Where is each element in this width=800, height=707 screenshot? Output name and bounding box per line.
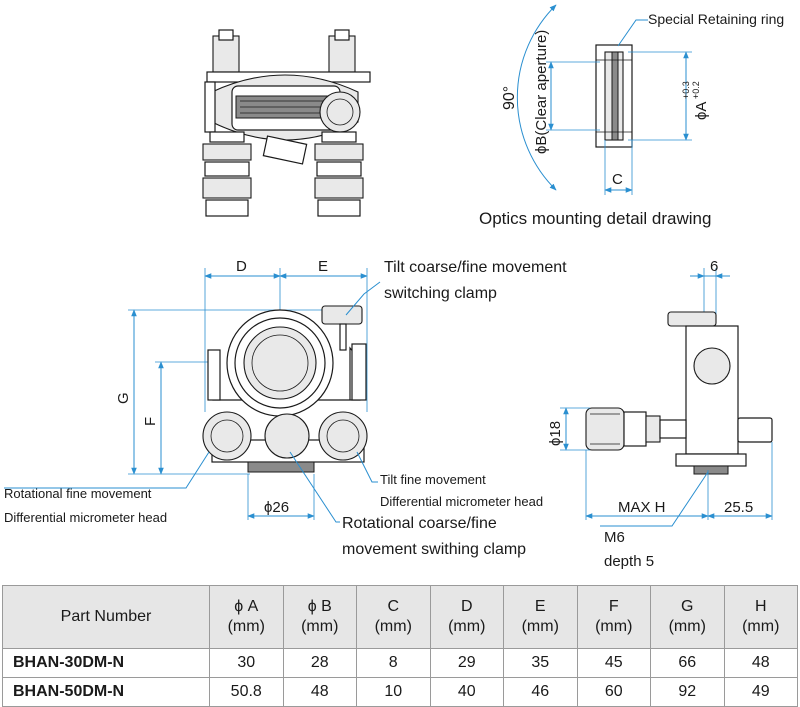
header-unit: (mm) — [227, 618, 265, 635]
label-rotational-fine-movement: Rotational fine movement — [4, 486, 152, 501]
table-cell: 10 — [356, 677, 431, 707]
label-special-retaining-ring: Special Retaining ring — [648, 11, 784, 27]
label-angle-90: 90° — [501, 86, 518, 110]
header-name: C — [387, 598, 400, 615]
header-name: H — [754, 598, 767, 615]
label-phi-a: ϕA — [693, 102, 710, 120]
header-name: E — [534, 598, 546, 615]
label-dim-6: 6 — [710, 258, 718, 275]
table-row: BHAN-50DM-N 50.8 48 10 40 46 60 92 49 — [2, 677, 798, 707]
part-number-cell: BHAN-50DM-N — [2, 677, 210, 707]
label-c: C — [612, 171, 623, 188]
front-view — [4, 268, 381, 523]
optics-detail — [516, 4, 692, 195]
table-cell: 8 — [356, 648, 431, 678]
label-m6: M6 — [604, 529, 625, 546]
header-name: D — [460, 598, 473, 615]
label-differential-head-left: Differential micrometer head — [4, 510, 167, 525]
header-unit: (mm) — [668, 618, 706, 635]
label-f: F — [142, 417, 159, 426]
table-cell: 48 — [282, 677, 357, 707]
label-phi-a-tol-lower: +0.2 — [691, 81, 701, 99]
header-e: E (mm) — [503, 585, 578, 649]
header-unit: (mm) — [301, 618, 339, 635]
table-cell: 35 — [503, 648, 578, 678]
table-cell: 30 — [209, 648, 284, 678]
label-tilt-clamp-line2: switching clamp — [384, 285, 497, 302]
label-tilt-clamp-line1: Tilt coarse/fine movement — [384, 259, 567, 276]
header-c: C (mm) — [356, 585, 431, 649]
label-rot-clamp-line1: Rotational coarse/fine — [342, 515, 497, 532]
label-rot-clamp-line2: movement swithing clamp — [342, 541, 526, 558]
table-cell: 46 — [503, 677, 578, 707]
table-cell: 45 — [576, 648, 651, 678]
table-cell: 92 — [650, 677, 725, 707]
header-part-number: Part Number — [2, 585, 210, 649]
label-e: E — [318, 258, 328, 275]
header-name: G — [681, 598, 694, 615]
header-name: ϕ A — [234, 598, 259, 615]
table-cell: 29 — [429, 648, 504, 678]
header-unit: (mm) — [742, 618, 780, 635]
label-d: D — [236, 258, 247, 275]
label-phi-b: ϕB(Clear aperture) — [533, 30, 550, 154]
table-cell: 49 — [723, 677, 798, 707]
spec-table: Part Number ϕ A(mm) ϕ B(mm) C(mm) D(mm) … — [2, 585, 798, 707]
table-cell: 28 — [282, 648, 357, 678]
table-header-row: Part Number ϕ A(mm) ϕ B(mm) C(mm) D(mm) … — [2, 585, 798, 649]
table-row: BHAN-30DM-N 30 28 8 29 35 45 66 48 — [2, 648, 798, 678]
side-view — [560, 268, 773, 527]
header-d: D (mm) — [429, 585, 504, 649]
top-view — [202, 29, 371, 217]
table-cell: 48 — [723, 648, 798, 678]
header-h: H (mm) — [723, 585, 798, 649]
header-name: ϕ B — [307, 598, 332, 615]
label-max-h: MAX H — [618, 499, 666, 516]
label-phi-a-tol-upper: +0.3 — [681, 81, 691, 99]
table-cell: 40 — [429, 677, 504, 707]
label-depth5: depth 5 — [604, 553, 654, 570]
table-cell: 60 — [576, 677, 651, 707]
table-cell: 66 — [650, 648, 725, 678]
part-number-cell: BHAN-30DM-N — [2, 648, 210, 678]
label-differential-head-right: Differential micrometer head — [380, 494, 543, 509]
header-f: F (mm) — [576, 585, 651, 649]
optics-detail-caption: Optics mounting detail drawing — [479, 209, 711, 228]
header-unit: (mm) — [448, 618, 486, 635]
header-unit: (mm) — [374, 618, 412, 635]
table-cell: 50.8 — [209, 677, 284, 707]
header-g: G (mm) — [650, 585, 725, 649]
header-phi-b: ϕ B (mm) — [282, 585, 357, 649]
header-name: F — [608, 598, 619, 615]
technical-drawing: Special Retaining ring 90° ϕB(Clear aper… — [4, 4, 784, 570]
label-phi18: ϕ18 — [547, 421, 564, 446]
header-phi-a: ϕ A (mm) — [209, 585, 284, 649]
label-25-5: 25.5 — [724, 499, 753, 516]
header-unit: (mm) — [595, 618, 633, 635]
header-unit: (mm) — [521, 618, 559, 635]
label-g: G — [115, 392, 132, 404]
label-phi26: ϕ26 — [264, 499, 289, 516]
label-tilt-fine-movement: Tilt fine movement — [380, 472, 486, 487]
